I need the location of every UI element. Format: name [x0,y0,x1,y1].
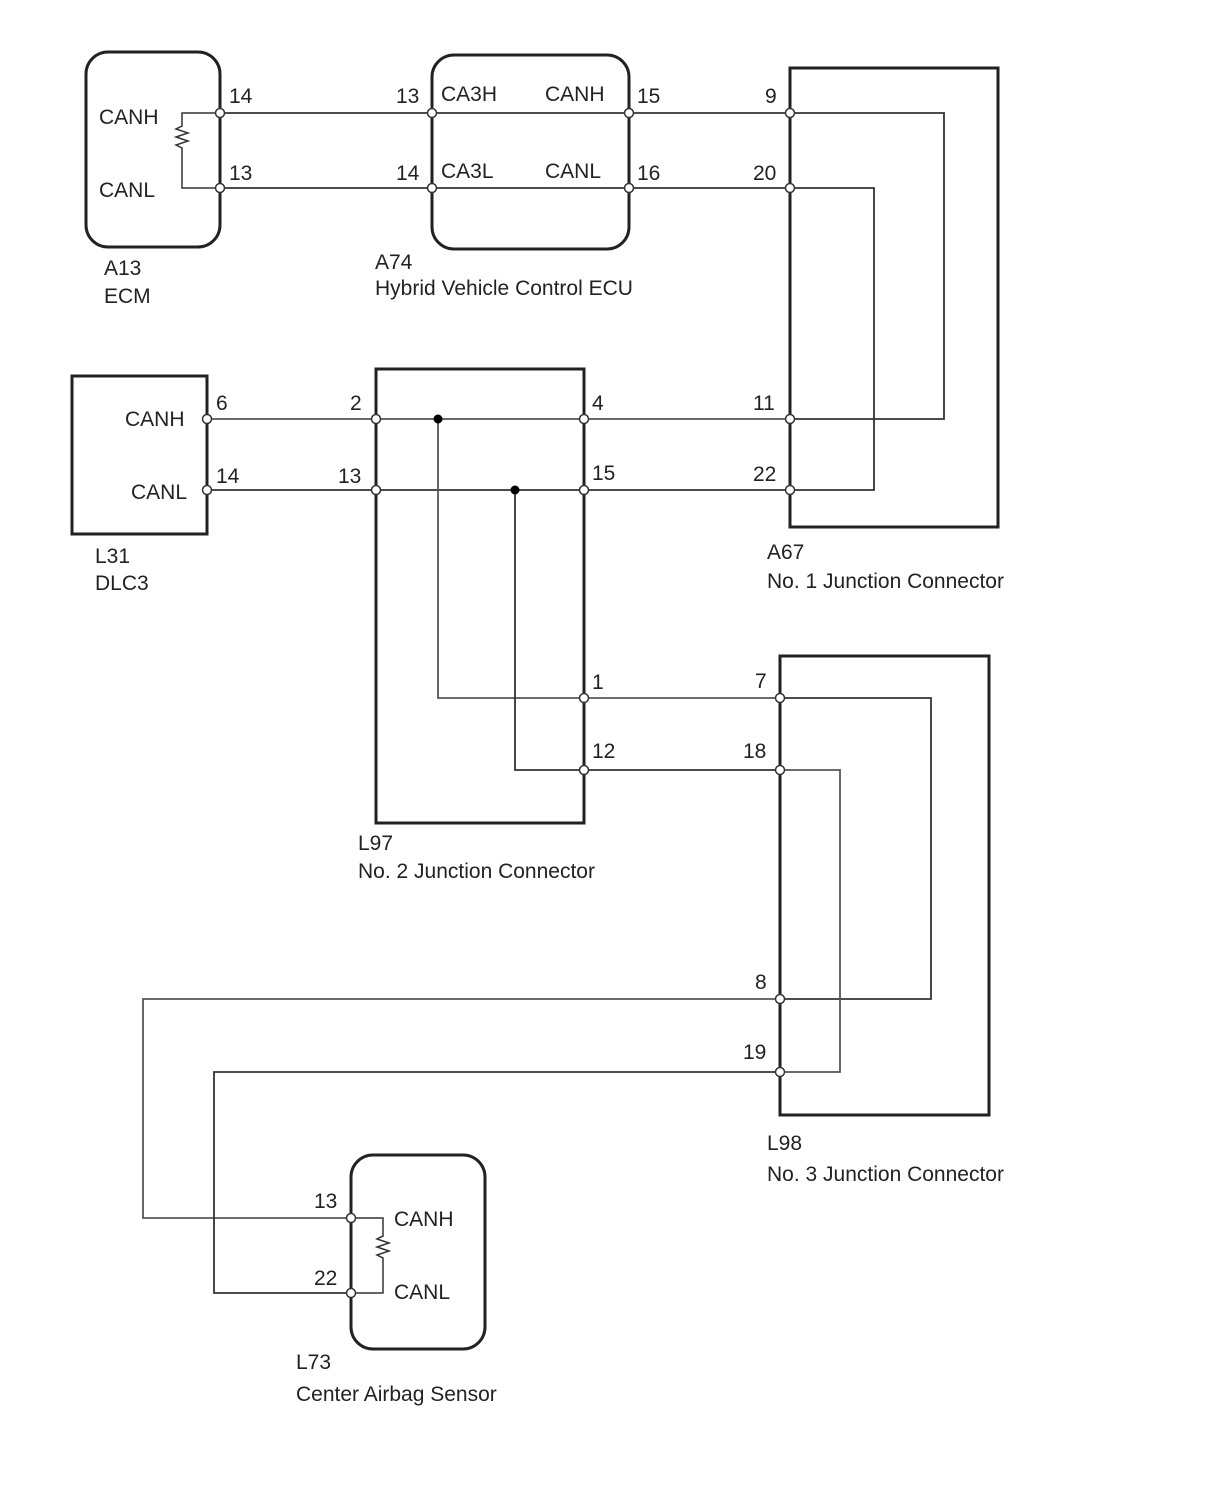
resistor-icon [351,1217,392,1294]
a67-pin-11: 11 [753,392,775,415]
l98-pin-8: 8 [755,971,767,994]
connector-a67-junction-1 [788,66,1000,529]
l97-internal-canh-branch [437,419,780,699]
a74-canh-label: CANH [545,83,605,106]
l73-name: Center Airbag Sensor [296,1383,497,1406]
l31-name: DLC3 [95,572,149,595]
a67-name: No. 1 Junction Connector [767,570,1004,593]
a74-pin-13: 13 [396,85,419,108]
l31-canh-label: CANH [125,408,185,431]
terminal-l97-4 [578,413,590,425]
splice-point-canl [510,485,520,495]
connector-a13-ecm [84,50,222,249]
terminal-a74-16 [623,182,635,194]
terminal-l73-13 [345,1212,357,1224]
connector-a74-hv-ecu [430,53,631,251]
l97-pin-2: 2 [350,392,362,415]
a74-ca3h-label: CA3H [441,83,497,106]
l98-pin-19: 19 [743,1041,766,1064]
terminal-l97-15 [578,484,590,496]
terminal-l97-1 [578,692,590,704]
l98-name: No. 3 Junction Connector [767,1163,1004,1186]
a67-pin-9: 9 [765,85,777,108]
terminal-a74-14 [426,182,438,194]
a74-pin-15: 15 [637,85,660,108]
terminal-l97-13 [370,484,382,496]
a74-ca3l-label: CA3L [441,160,494,183]
wire-canl-l98-l73 [213,1071,780,1294]
terminal-l97-12 [578,764,590,776]
l98-pin-18: 18 [743,740,766,763]
wire-canh-l98-l73 [142,998,780,1219]
a74-canl-label: CANL [545,160,601,183]
terminal-a74-13 [426,107,438,119]
a67-internal-canl [790,187,875,491]
l97-pin-1: 1 [592,671,604,694]
l31-pin-14: 14 [216,465,240,488]
l97-pin-13: 13 [338,465,361,488]
terminal-a67-22 [784,484,796,496]
connector-l97-junction-2 [374,367,586,825]
terminal-l97-2 [370,413,382,425]
a67-pin-22: 22 [753,463,776,486]
terminal-l98-19 [774,1066,786,1078]
a13-code: A13 [104,257,141,280]
l31-code: L31 [95,545,130,568]
connector-l31-dlc3 [70,374,209,536]
a74-pin-14: 14 [396,162,420,185]
connector-l73-airbag-sensor [349,1153,487,1351]
terminal-l31-14 [201,484,213,496]
l73-code: L73 [296,1351,331,1374]
resistor-icon [173,112,220,189]
terminal-a67-9 [784,107,796,119]
terminal-a74-15 [623,107,635,119]
terminal-l98-18 [774,764,786,776]
l97-pin-15: 15 [592,462,615,485]
l97-internal-canl-branch [514,490,780,771]
a13-canh-label: CANH [99,106,159,129]
terminal-l31-6 [201,413,213,425]
terminal-l98-8 [774,993,786,1005]
l98-code: L98 [767,1132,802,1155]
a67-internal-canh [790,112,945,420]
l98-internal-canh [780,697,932,1000]
connector-l98-junction-3 [778,654,991,1117]
a74-pin-16: 16 [637,162,660,185]
l98-internal-canl [780,769,841,1073]
l31-pin-6: 6 [216,392,228,415]
splice-point-canh [433,414,443,424]
l73-canh-label: CANH [394,1208,454,1231]
l97-pin-12: 12 [592,740,615,763]
a13-name: ECM [104,285,151,308]
l98-pin-7: 7 [755,670,767,693]
terminal-l98-7 [774,692,786,704]
a13-pin-14: 14 [229,85,253,108]
l31-canl-label: CANL [131,481,187,504]
a74-code: A74 [375,251,413,274]
terminals [201,107,796,1299]
l97-code: L97 [358,832,393,855]
a67-pin-20: 20 [753,162,776,185]
a13-canl-label: CANL [99,179,155,202]
a67-code: A67 [767,541,804,564]
terminal-a13-14 [214,107,226,119]
terminal-l73-22 [345,1287,357,1299]
a13-pin-13: 13 [229,162,252,185]
terminal-a67-11 [784,413,796,425]
l73-canl-label: CANL [394,1281,450,1304]
terminal-a13-13 [214,182,226,194]
a74-name: Hybrid Vehicle Control ECU [375,277,633,300]
l97-name: No. 2 Junction Connector [358,860,595,883]
l73-pin-13: 13 [314,1190,337,1213]
l97-pin-4: 4 [592,392,604,415]
l73-pin-22: 22 [314,1267,337,1290]
terminal-a67-20 [784,182,796,194]
